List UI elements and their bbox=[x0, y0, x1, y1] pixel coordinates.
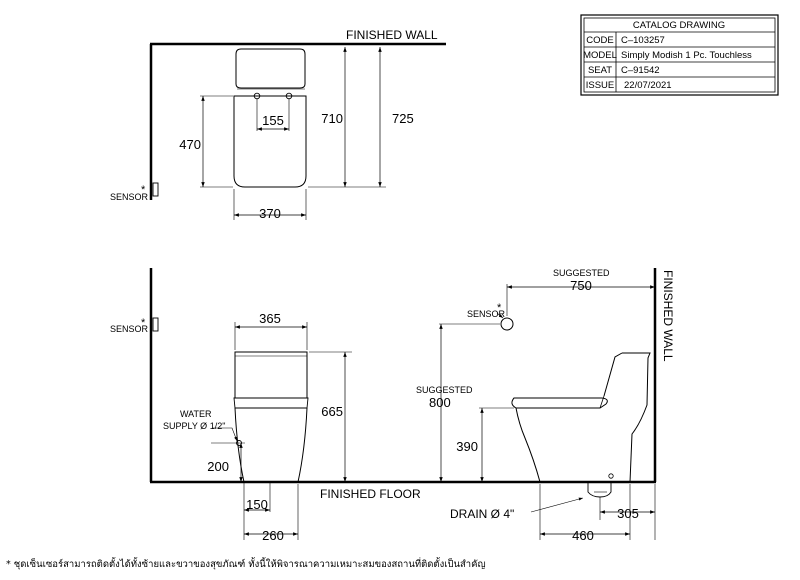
title-row-seat-key: SEAT bbox=[588, 65, 612, 76]
side-drain bbox=[587, 482, 612, 498]
dim-200: 200 bbox=[207, 459, 229, 474]
side-seat bbox=[511, 397, 608, 409]
dim-365: 365 bbox=[259, 311, 281, 326]
title-row-model-value: Simply Modish 1 Pc. Touchless bbox=[621, 50, 752, 61]
dim-800: 800 bbox=[429, 395, 451, 410]
front-sensor-label: SENSOR bbox=[110, 324, 149, 334]
title-row-issue-key: ISSUE bbox=[586, 80, 615, 91]
front-view bbox=[149, 268, 656, 540]
side-bowl-front bbox=[515, 407, 541, 483]
dim-390: 390 bbox=[456, 439, 478, 454]
dim-710: 710 bbox=[321, 111, 343, 126]
front-bowl-right bbox=[297, 407, 308, 483]
front-seat-lip bbox=[233, 397, 309, 409]
title-row-code-value: C–103257 bbox=[621, 35, 665, 46]
water-supply-label-2: SUPPLY Ø 1/2" bbox=[163, 421, 225, 431]
suggested-label-750: SUGGESTED bbox=[553, 268, 610, 278]
side-drain-marker bbox=[608, 473, 614, 479]
title-row-seat-value: C–91542 bbox=[621, 65, 660, 76]
side-view bbox=[439, 268, 657, 540]
front-tank bbox=[234, 351, 308, 399]
title-block bbox=[580, 14, 779, 96]
front-sensor-mark: * bbox=[141, 317, 146, 329]
side-tank-back bbox=[622, 352, 651, 483]
title-block-heading: CATALOG DRAWING bbox=[633, 20, 725, 31]
title-row-code-key: CODE bbox=[586, 35, 613, 46]
front-sensor-box bbox=[152, 317, 159, 332]
dim-665: 665 bbox=[321, 404, 343, 419]
plan-sensor-mark: * bbox=[141, 184, 146, 196]
dim-470: 470 bbox=[179, 137, 201, 152]
dim-150: 150 bbox=[246, 497, 268, 512]
side-finished-wall-label: FINISHED WALL bbox=[661, 270, 675, 362]
plan-sensor-box bbox=[152, 182, 159, 197]
dim-460: 460 bbox=[572, 528, 594, 543]
suggested-label-800: SUGGESTED bbox=[416, 385, 473, 395]
title-row-issue-value: 22/07/2021 bbox=[624, 80, 672, 91]
side-sensor-label: SENSOR bbox=[467, 309, 506, 319]
footnote-mark: * bbox=[6, 559, 11, 570]
side-sensor-circle bbox=[500, 317, 514, 331]
drain-label: DRAIN Ø 4" bbox=[450, 507, 514, 521]
plan-view bbox=[149, 42, 446, 220]
dim-725: 725 bbox=[392, 111, 414, 126]
dim-155: 155 bbox=[262, 113, 284, 128]
side-sensor-mark: * bbox=[497, 302, 502, 314]
plan-finished-wall-label: FINISHED WALL bbox=[346, 28, 438, 42]
dim-305: 305 bbox=[617, 506, 639, 521]
footnote-text: ชุดเซ็นเซอร์สามารถติดตั้งได้ทั้งซ้ายและข… bbox=[13, 559, 486, 570]
front-bowl-left bbox=[234, 407, 245, 483]
dim-260: 260 bbox=[262, 528, 284, 543]
finished-floor-label: FINISHED FLOOR bbox=[320, 487, 421, 501]
water-supply-label-1: WATER bbox=[180, 409, 212, 419]
plan-sensor-label: SENSOR bbox=[110, 192, 149, 202]
footnote: * ชุดเซ็นเซอร์สามารถติดตั้งได้ทั้งซ้ายแล… bbox=[6, 557, 486, 572]
dim-370: 370 bbox=[259, 206, 281, 221]
title-row-model-key: MODEL bbox=[583, 50, 617, 61]
dim-750: 750 bbox=[570, 278, 592, 293]
plan-tank bbox=[235, 48, 306, 89]
plan-seat bbox=[233, 95, 307, 188]
